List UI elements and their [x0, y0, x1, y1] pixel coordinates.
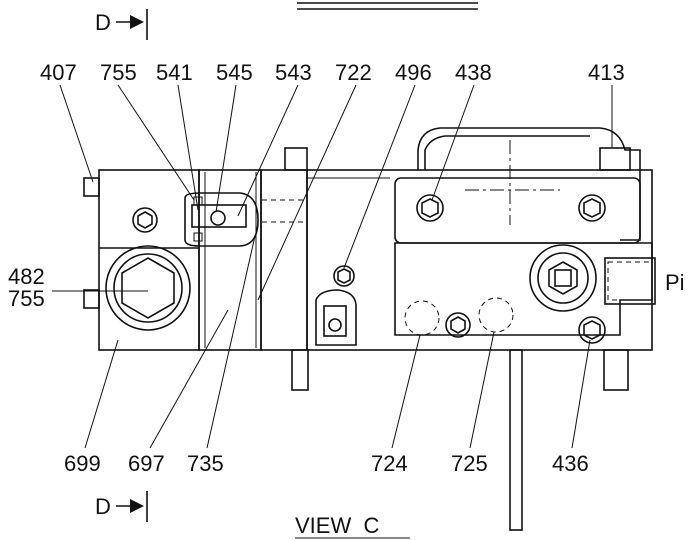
callout-545: 545	[216, 60, 253, 85]
callout-543: 543	[275, 60, 312, 85]
bolt-lower-mid	[445, 312, 471, 338]
left-callouts: 482 755	[8, 264, 148, 311]
callout-735: 735	[187, 451, 224, 476]
callout-724: 724	[371, 451, 408, 476]
valve-assembly	[184, 192, 259, 247]
callout-541: 541	[156, 60, 193, 85]
port-fitting	[529, 244, 597, 312]
callout-755-top: 755	[100, 60, 137, 85]
port-label-pi: Pi	[665, 270, 685, 295]
plug-482	[105, 245, 191, 331]
callout-438: 438	[455, 60, 492, 85]
bolt-small-left	[132, 207, 158, 233]
callout-436: 436	[552, 451, 589, 476]
section-marker-bottom: D	[95, 491, 148, 522]
callout-755-left: 755	[8, 286, 45, 311]
callout-482: 482	[8, 264, 45, 289]
callout-496: 496	[395, 60, 432, 85]
section-marker-top: D	[95, 9, 148, 40]
callout-407: 407	[40, 60, 77, 85]
bolt-438	[416, 194, 444, 222]
section-letter-bottom: D	[95, 494, 111, 519]
housing-outline	[83, 127, 656, 531]
bolt-496	[333, 265, 355, 287]
leader-lines	[59, 84, 613, 449]
bolt-436	[578, 316, 606, 344]
callout-413: 413	[588, 60, 625, 85]
view-title: VIEW C	[295, 513, 410, 539]
top-double-rule	[297, 2, 478, 10]
top-callouts: 407 755 541 545 543 722 496 438 413	[40, 60, 625, 85]
lower-valve	[315, 289, 357, 346]
center-lines	[262, 140, 560, 225]
arrow-head-icon	[130, 499, 144, 513]
bottom-callouts: 699 697 735 724 725 436	[64, 451, 589, 476]
plug-724	[404, 300, 440, 336]
callout-697: 697	[128, 451, 165, 476]
plug-725	[478, 297, 514, 333]
callout-725: 725	[451, 451, 488, 476]
callout-699: 699	[64, 451, 101, 476]
bolt-top-right	[578, 194, 606, 222]
arrow-head-icon	[130, 15, 144, 29]
section-letter-top: D	[95, 10, 111, 35]
view-caption: VIEW C	[295, 513, 379, 538]
callout-722: 722	[335, 60, 372, 85]
